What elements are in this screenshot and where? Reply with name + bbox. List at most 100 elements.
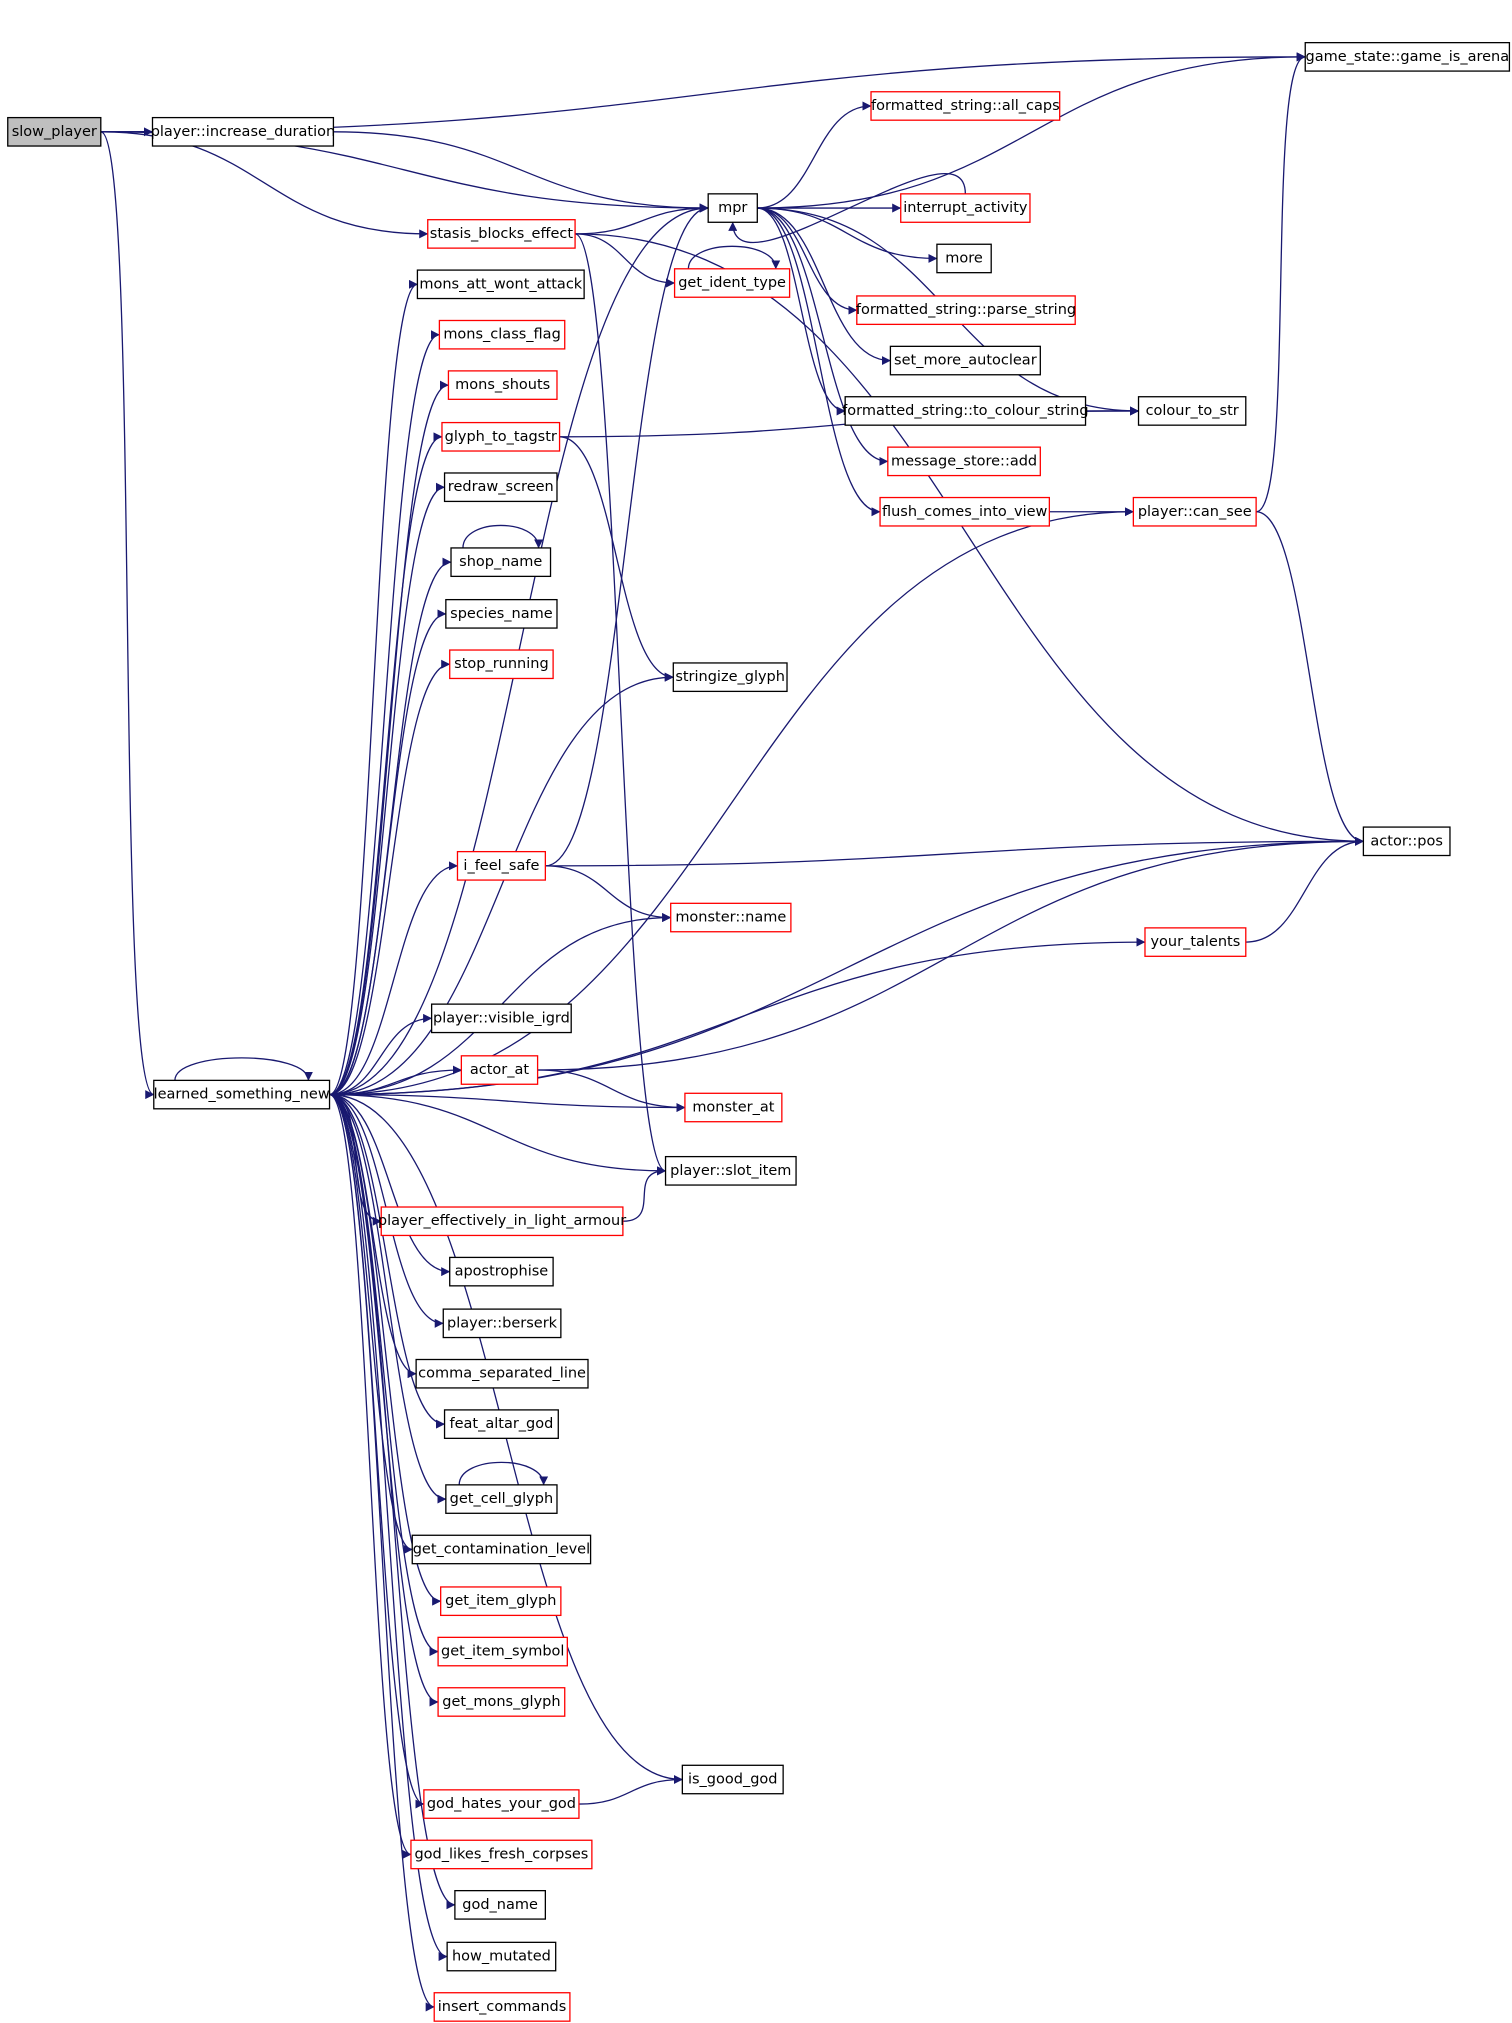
edge-learned-something-new-to-how-mutated	[329, 1093, 448, 1961]
node-box	[887, 446, 1041, 477]
node-get-contamination-level[interactable]: get_contamination_level	[411, 1534, 592, 1565]
edge-stasis-blocks-effect-to-get-ident-type	[575, 233, 676, 288]
node-mons-att-wont-attack[interactable]: mons_att_wont_attack	[416, 269, 585, 300]
node-god-likes-fresh-corpses[interactable]: god_likes_fresh_corpses	[410, 1839, 593, 1870]
edge-learned-something-new-to-feat-altar-god	[329, 1093, 446, 1429]
node-parse-string[interactable]: formatted_string::parse_string	[856, 295, 1076, 326]
node-get-item-glyph[interactable]: get_item_glyph	[440, 1586, 562, 1617]
node-all-caps[interactable]: formatted_string::all_caps	[870, 91, 1061, 121]
node-slot-item[interactable]: player::slot_item	[664, 1155, 797, 1186]
node-stop-running[interactable]: stop_running	[449, 649, 554, 680]
node-redraw-screen[interactable]: redraw_screen	[443, 472, 558, 503]
node-game-is-arena[interactable]: game_state::game_is_arena	[1304, 41, 1511, 72]
node-label: your_talents	[1150, 934, 1240, 950]
node-actor-pos[interactable]: actor::pos	[1362, 826, 1451, 857]
node-box	[445, 1484, 558, 1514]
node-label: comma_separated_line	[418, 1366, 586, 1382]
node-get-item-symbol[interactable]: get_item_symbol	[437, 1636, 568, 1667]
edge-learned-something-new-to-actor-at	[329, 1065, 462, 1096]
node-label: interrupt_activity	[903, 200, 1028, 216]
node-is-good-god[interactable]: is_good_god	[681, 1764, 784, 1795]
edge-slow-player-to-stasis-blocks-effect	[100, 131, 429, 239]
node-stringize-glyph[interactable]: stringize_glyph	[672, 662, 788, 693]
node-mons-class-flag[interactable]: mons_class_flag	[438, 319, 566, 350]
node-species-name[interactable]: species_name	[445, 598, 558, 629]
edge-learned-something-new-to-mons-att-wont-attack	[329, 279, 418, 1096]
node-label: set_more_autoclear	[894, 353, 1037, 369]
node-box	[437, 1687, 566, 1717]
node-label: i_feel_safe	[463, 858, 539, 874]
node-actor-at[interactable]: actor_at	[460, 1055, 539, 1085]
node-get-mons-glyph[interactable]: get_mons_glyph	[437, 1687, 566, 1717]
node-colour-to-str[interactable]: colour_to_str	[1137, 396, 1247, 426]
node-to-colour-string[interactable]: formatted_string::to_colour_string	[842, 396, 1089, 426]
node-comma-separated-line[interactable]: comma_separated_line	[415, 1358, 589, 1389]
node-god-hates-your-god[interactable]: god_hates_your_god	[423, 1789, 580, 1819]
node-more[interactable]: more	[936, 243, 992, 274]
node-box	[442, 1308, 562, 1339]
node-apostrophise[interactable]: apostrophise	[449, 1256, 554, 1287]
node-monster-at[interactable]: monster_at	[684, 1092, 783, 1123]
node-i-feel-safe[interactable]: i_feel_safe	[456, 850, 547, 881]
edge-i-feel-safe-to-actor-pos	[545, 836, 1364, 867]
node-box	[438, 319, 566, 350]
node-feat-altar-god[interactable]: feat_altar_god	[443, 1409, 559, 1439]
node-stasis-blocks-effect[interactable]: stasis_blocks_effect	[427, 219, 576, 249]
node-mons-shouts[interactable]: mons_shouts	[447, 370, 558, 400]
edge-mpr-to-set-more-autoclear	[757, 207, 891, 366]
nodes-layer: slow_player player::increase_duration game…	[7, 41, 1511, 2022]
node-god-name[interactable]: god_name	[454, 1889, 547, 1920]
node-interrupt-activity[interactable]: interrupt_activity	[900, 193, 1031, 223]
node-label: insert_commands	[438, 1999, 567, 2015]
node-mpr[interactable]: mpr	[707, 193, 758, 223]
node-visible-igrd[interactable]: player::visible_igrd	[430, 1003, 572, 1034]
node-label: mons_class_flag	[443, 327, 560, 343]
edge-can-see-to-actor-pos	[1256, 511, 1364, 846]
node-your-talents[interactable]: your_talents	[1144, 927, 1247, 957]
edge-mpr-to-parse-string	[757, 207, 858, 315]
edge-shop-name-to-shop-name	[462, 524, 544, 549]
node-box	[856, 295, 1076, 326]
edge-i-feel-safe-to-mpr	[545, 203, 709, 867]
edge-learned-something-new-to-mons-class-flag	[329, 330, 440, 1096]
edge-learned-something-new-to-species-name	[329, 609, 447, 1096]
edge-learned-something-new-to-stringize-glyph	[329, 672, 674, 1096]
node-label: player::can_see	[1138, 504, 1252, 520]
node-box	[1132, 496, 1257, 527]
edge-increase-duration-to-mpr	[333, 131, 709, 213]
edge-mpr-to-flush-comes-into-view	[757, 207, 881, 517]
node-light-armour[interactable]: player_effectively_in_light_armour	[378, 1206, 626, 1237]
node-slow-player[interactable]: slow_player	[7, 116, 102, 147]
node-box	[454, 1889, 547, 1920]
node-learned-something-new[interactable]: learned_something_new	[153, 1079, 331, 1110]
node-label: get_contamination_level	[413, 1541, 590, 1557]
node-get-ident-type[interactable]: get_ident_type	[673, 268, 791, 298]
edge-mpr-to-game-is-arena	[757, 52, 1306, 209]
edge-learned-something-new-to-learned-something-new	[174, 1057, 313, 1081]
node-set-more-autoclear[interactable]: set_more_autoclear	[889, 345, 1041, 376]
node-label: actor::pos	[1370, 833, 1443, 849]
node-box	[443, 472, 558, 503]
node-message-store-add[interactable]: message_store::add	[887, 446, 1041, 477]
node-label: apostrophise	[455, 1264, 549, 1280]
node-flush-comes-into-view[interactable]: flush_comes_into_view	[879, 496, 1051, 527]
edge-actor-at-to-actor-pos	[537, 836, 1364, 1071]
node-how-mutated[interactable]: how_mutated	[446, 1941, 557, 1972]
node-label: stasis_blocks_effect	[430, 226, 574, 242]
edge-slow-player-to-learned-something-new	[100, 131, 155, 1099]
edge-get-cell-glyph-to-get-cell-glyph	[458, 1461, 549, 1486]
node-insert-commands[interactable]: insert_commands	[433, 1992, 571, 2022]
node-monster-name[interactable]: monster::name	[670, 902, 792, 933]
node-glyph-to-tagstr[interactable]: glyph_to_tagstr	[441, 421, 561, 452]
node-label: player_effectively_in_light_armour	[378, 1213, 626, 1229]
node-get-cell-glyph[interactable]: get_cell_glyph	[445, 1484, 558, 1514]
edge-learned-something-new-to-i-feel-safe	[329, 861, 458, 1096]
node-shop-name[interactable]: shop_name	[450, 547, 552, 578]
edge-learned-something-new-to-apostrophise	[329, 1093, 451, 1277]
node-increase-duration[interactable]: player::increase_duration	[151, 116, 335, 147]
node-berserk[interactable]: player::berserk	[442, 1308, 562, 1339]
edge-god-hates-your-god-to-is-good-god	[578, 1775, 683, 1805]
node-can-see[interactable]: player::can_see	[1132, 496, 1257, 527]
node-label: god_hates_your_god	[427, 1796, 576, 1812]
